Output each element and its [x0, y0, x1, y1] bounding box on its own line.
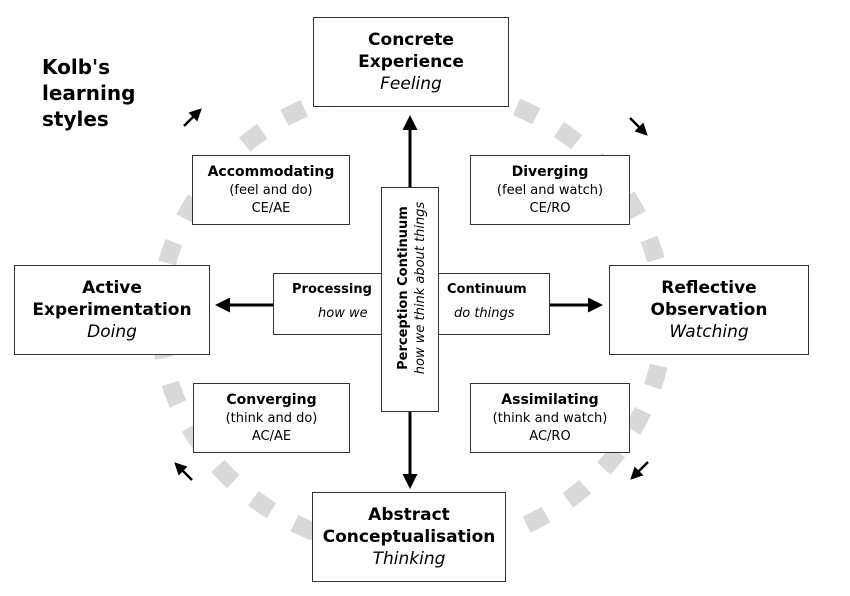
converging-box: Converging (think and do) AC/AE: [193, 383, 350, 453]
accommodating-name: Accommodating: [207, 163, 335, 180]
diagram-heading: Kolb's learning styles: [42, 55, 136, 131]
active-experimentation-title: Active Experimentation: [32, 278, 192, 320]
reflective-observation-mode: Watching: [669, 322, 749, 342]
perception-sub: how we think about things: [413, 201, 428, 375]
active-experimentation-box: Active Experimentation Doing: [14, 265, 210, 355]
perception-title: Perception Continuum: [396, 206, 411, 370]
reflective-observation-title: Reflective Observation: [650, 278, 768, 320]
cycle-arrow-bottom-right: [630, 461, 649, 480]
active-experimentation-mode: Doing: [87, 322, 137, 342]
converging-desc: (think and do): [225, 410, 318, 426]
concrete-experience-mode: Feeling: [380, 74, 442, 94]
accommodating-code: CE/AE: [251, 200, 291, 216]
perception-continuum-text: Perception Continuum how we think about …: [395, 178, 429, 398]
concrete-experience-title: Concrete Experience: [358, 30, 464, 72]
assimilating-box: Assimilating (think and watch) AC/RO: [470, 383, 630, 453]
processing-sub-label: how we: [318, 306, 368, 321]
cycle-arrow-bottom-left: [174, 462, 193, 481]
diverging-desc: (feel and watch): [496, 182, 604, 198]
diverging-box: Diverging (feel and watch) CE/RO: [470, 155, 630, 225]
concrete-experience-box: Concrete Experience Feeling: [313, 17, 509, 107]
accommodating-desc: (feel and do): [229, 182, 313, 198]
abstract-conceptualisation-box: Abstract Conceptualisation Thinking: [312, 492, 506, 582]
accommodating-box: Accommodating (feel and do) CE/AE: [192, 155, 350, 225]
diverging-name: Diverging: [511, 163, 589, 180]
assimilating-code: AC/RO: [529, 428, 571, 444]
continuum-sub-label: do things: [454, 306, 515, 321]
assimilating-name: Assimilating: [501, 391, 599, 408]
abstract-conceptualisation-title: Abstract Conceptualisation: [322, 505, 496, 547]
cycle-arrow-top-right: [629, 117, 648, 136]
assimilating-desc: (think and watch): [492, 410, 608, 426]
cycle-arrow-top-left: [183, 108, 202, 127]
continuum-label: Continuum: [447, 282, 527, 297]
abstract-conceptualisation-mode: Thinking: [372, 549, 446, 569]
processing-label: Processing: [292, 282, 372, 297]
converging-name: Converging: [226, 391, 317, 408]
diverging-code: CE/RO: [529, 200, 571, 216]
perception-continuum-box: [381, 187, 439, 412]
reflective-observation-box: Reflective Observation Watching: [609, 265, 809, 355]
converging-code: AC/AE: [251, 428, 292, 444]
